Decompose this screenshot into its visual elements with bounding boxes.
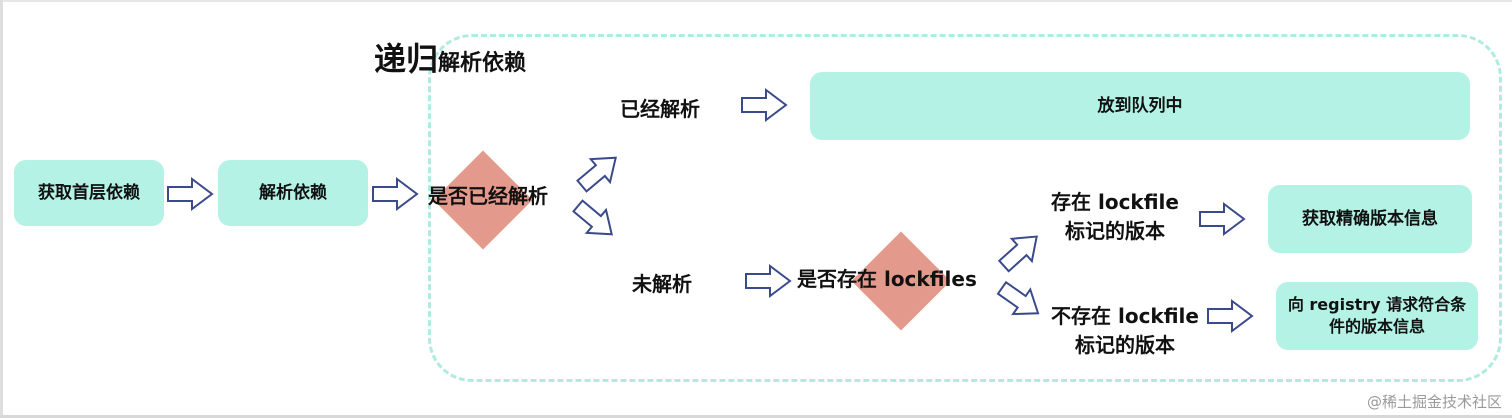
label-parsed: 已经解析 — [620, 97, 700, 121]
arrow-to-queue — [741, 89, 787, 121]
decision-has-lockfiles-label: 是否存在 lockfiles — [797, 267, 977, 291]
watermark: @稀土掘金技术社区 — [1366, 393, 1502, 411]
diagram-title: 递归解析依赖 — [374, 34, 526, 80]
arrow-to-parse-deps — [167, 178, 213, 210]
label-lockfile-exists-line1: 存在 lockfile — [1051, 190, 1179, 214]
node-parse-deps: 解析依赖 — [218, 160, 368, 226]
node-request-registry-line1: 向 registry 请求符合条 — [1287, 295, 1467, 315]
bottom-edge — [0, 415, 1512, 418]
label-lockfile-missing: 不存在 lockfile 标记的版本 — [1040, 302, 1210, 360]
node-request-registry: 向 registry 请求符合条 件的版本信息 — [1276, 282, 1478, 350]
node-get-first-deps: 获取首层依赖 — [14, 160, 164, 226]
arrow-up-to-parsed — [571, 145, 627, 199]
label-not-parsed: 未解析 — [632, 272, 692, 296]
arrow-down-to-lockfile-missing — [992, 274, 1048, 327]
recursion-group-border — [428, 34, 1502, 382]
left-edge — [0, 0, 3, 418]
arrow-down-to-not-parsed — [567, 193, 623, 247]
decision-is-parsed-label: 是否已经解析 — [428, 184, 548, 208]
label-lockfile-missing-line2: 标记的版本 — [1075, 333, 1175, 357]
arrow-to-request-registry — [1207, 300, 1253, 332]
label-lockfile-exists-line2: 标记的版本 — [1065, 219, 1165, 243]
arrow-to-decision-parsed — [372, 178, 418, 210]
node-request-registry-line2: 件的版本信息 — [1328, 317, 1425, 336]
node-get-exact-version: 获取精确版本信息 — [1268, 185, 1472, 253]
label-lockfile-missing-line1: 不存在 lockfile — [1051, 304, 1199, 328]
title-recursive: 递归 — [374, 40, 439, 78]
title-parse-deps: 解析依赖 — [438, 51, 527, 76]
label-lockfile-exists: 存在 lockfile 标记的版本 — [1040, 188, 1190, 246]
top-edge — [0, 0, 1512, 2]
arrow-up-to-lockfile-exists — [992, 224, 1048, 279]
arrow-to-decision-lockfiles — [745, 265, 791, 297]
node-put-in-queue: 放到队列中 — [810, 72, 1470, 140]
arrow-to-exact-version — [1199, 203, 1245, 235]
